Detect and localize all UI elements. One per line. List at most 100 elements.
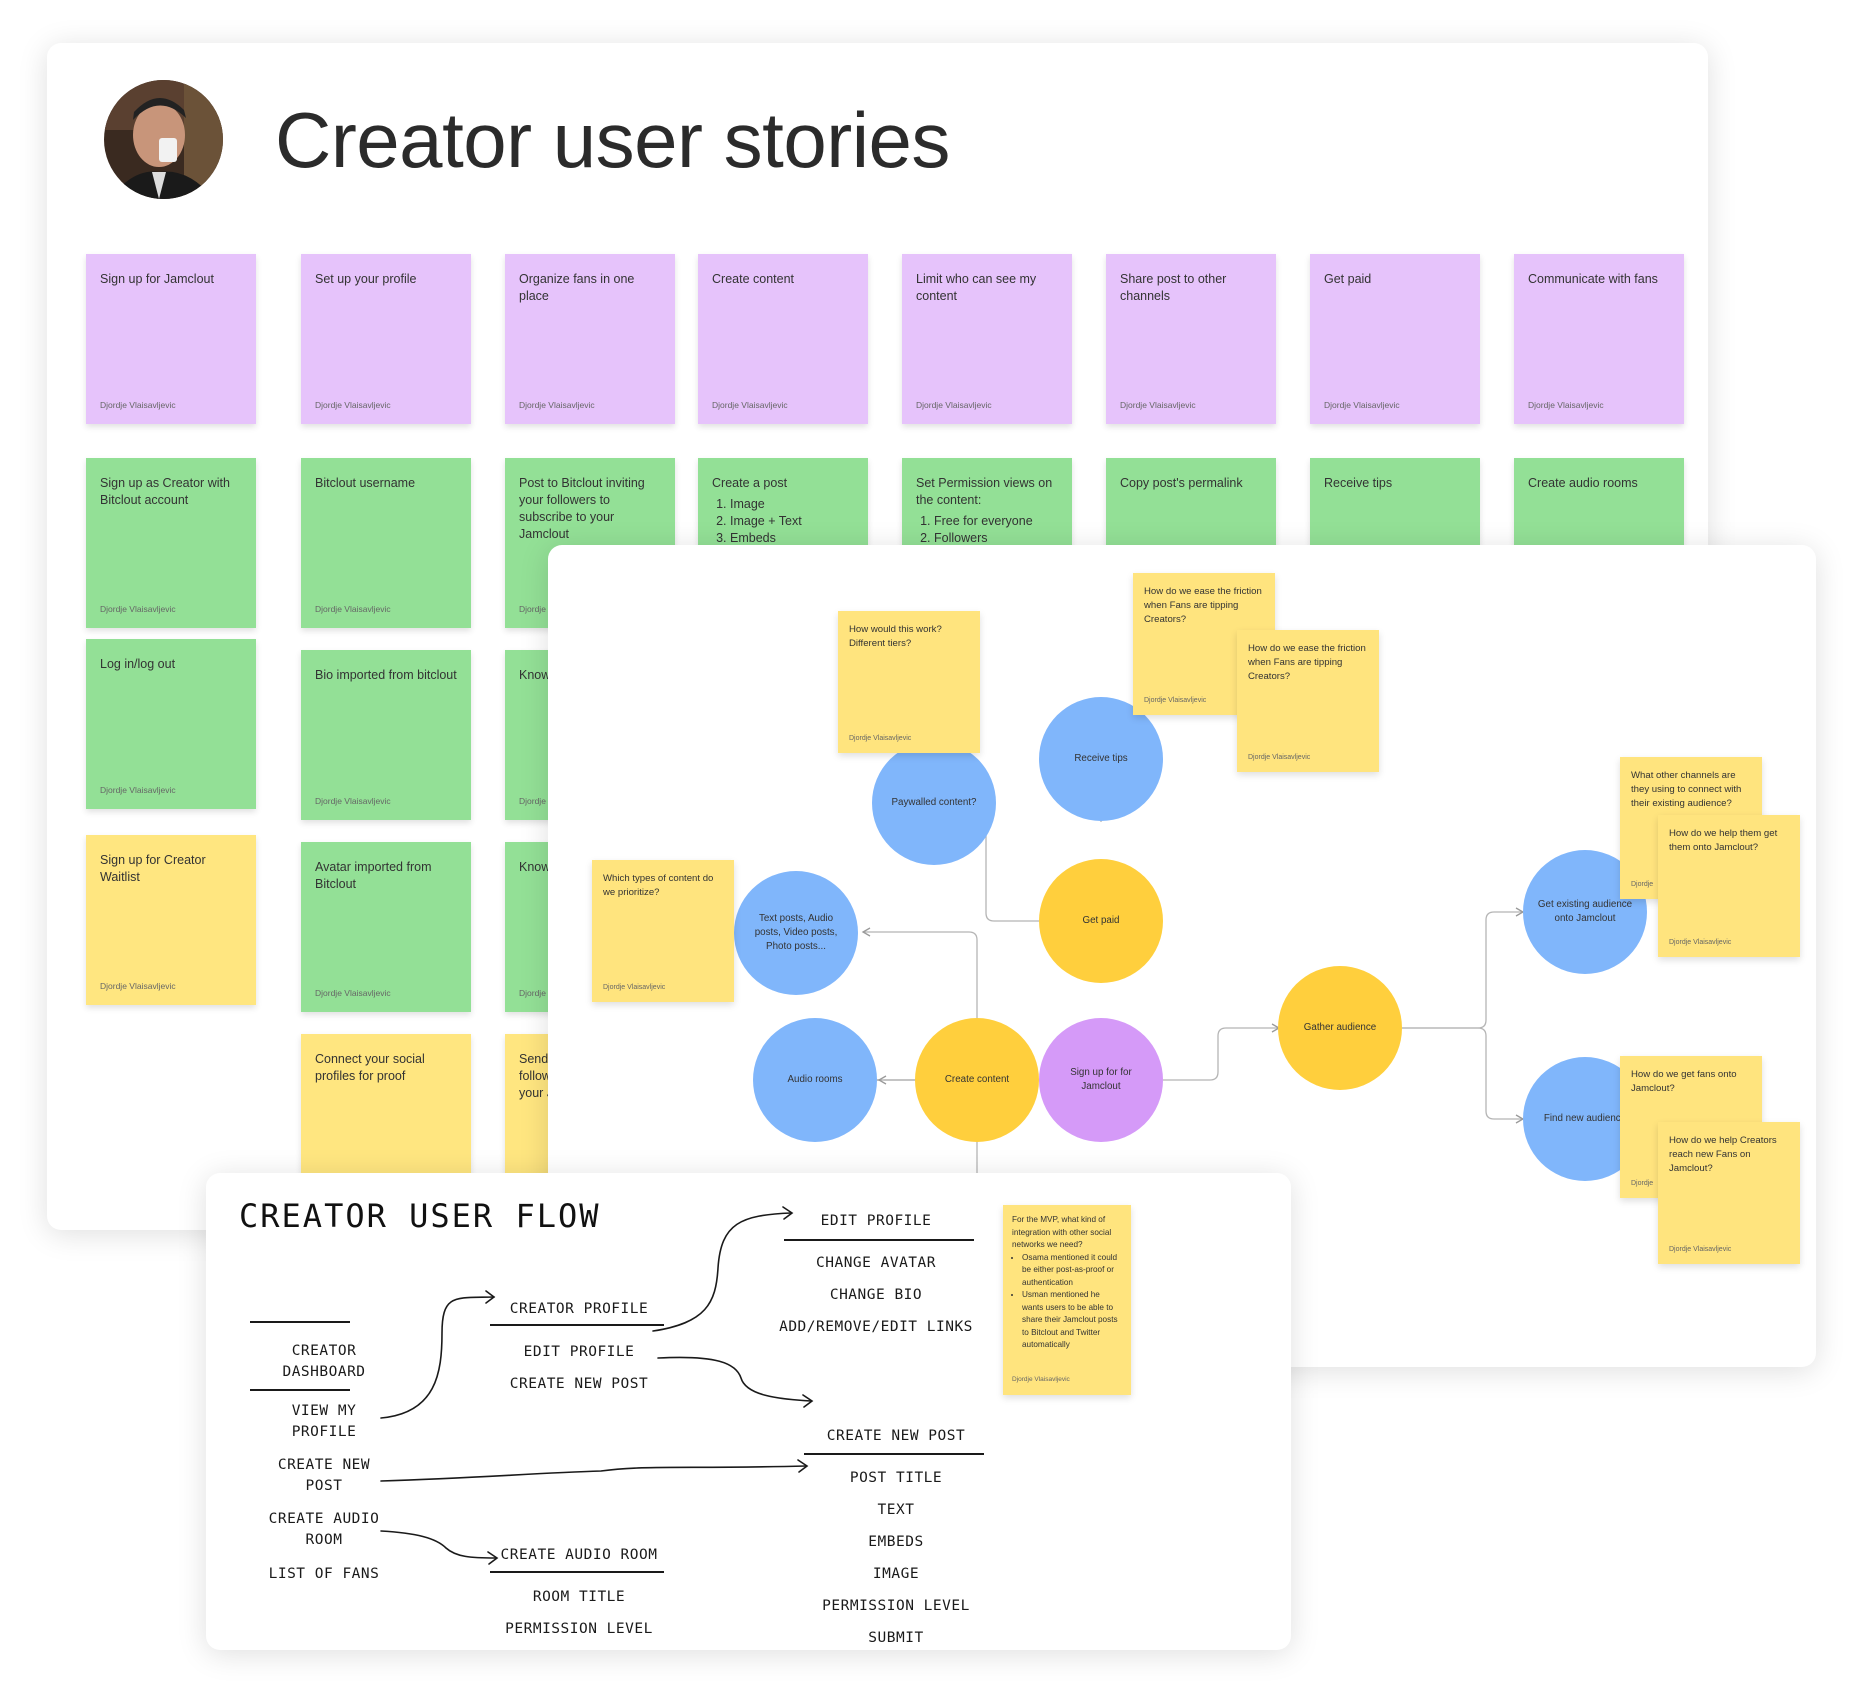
node-create-content[interactable]: Create content [915, 1018, 1039, 1142]
flow-embeds: EMBEDS [868, 1534, 924, 1550]
flow-create-post[interactable]: CREATE NEW POST [277, 1457, 371, 1494]
note-author: Djordje Vlaisavljevic [315, 988, 391, 998]
flow-edit-profile[interactable]: EDIT PROFILE [523, 1344, 635, 1360]
note-author: Djordje Vlaisavljevic [100, 604, 176, 614]
mvp-bullet: Osama mentioned it could be either post-… [1022, 1252, 1122, 1290]
node-receive-tips[interactable]: Receive tips [1039, 697, 1163, 821]
note-text: Post to Bitclout inviting your followers… [519, 476, 645, 541]
node-label: Find new audience [1543, 1113, 1627, 1124]
note-author: Djordje Vlaisavljevic [519, 400, 595, 410]
note-author: Djordje Vlaisavljevic [603, 984, 666, 991]
note-author: Djordje Vlaisavljevic [100, 785, 176, 795]
flow-arrows [380, 1206, 814, 1565]
divider [250, 1389, 350, 1391]
list-item: Image + Text [730, 513, 856, 530]
list-item: Image [730, 496, 856, 513]
list-item: Free for everyone [934, 513, 1060, 530]
note-text: How do we ease the friction when Fans ar… [1144, 586, 1262, 625]
question-note[interactable]: How do we help them get them onto Jamclo… [1658, 815, 1800, 957]
question-note[interactable]: How do we ease the friction when Fans ar… [1237, 630, 1379, 772]
node-label: Sign up for for Jamclout [1070, 1067, 1132, 1092]
note-author: Djordje Vlaisavljevic [100, 400, 176, 410]
note-author: Djordje Vlaisavljevic [1144, 697, 1207, 704]
note-text: Send follow your J [519, 1052, 553, 1100]
flow-title: CREATOR USER FLOW [239, 1197, 601, 1235]
note-author: Djordje Vlaisavljevic [1248, 754, 1311, 761]
flow-change-bio: CHANGE BIO [829, 1287, 923, 1303]
divider [250, 1321, 350, 1323]
node-label: Audio rooms [787, 1074, 843, 1085]
node-signup[interactable]: Sign up for for Jamclout [1039, 1018, 1163, 1142]
note-text: Receive tips [1324, 476, 1393, 490]
note-author: Djordje Vlaisavljevic [315, 400, 391, 410]
node-audio-rooms[interactable]: Audio rooms [753, 1018, 877, 1142]
divider [784, 1239, 974, 1241]
note-text: Copy post's permalink [1120, 476, 1243, 490]
note-text: How do we get fans onto Jamclout? [1631, 1069, 1737, 1094]
note-text: Get paid [1324, 272, 1372, 286]
story-note[interactable]: Sign up as Creator with Bitclout account… [86, 458, 256, 628]
note-author: Djordje Vlaisavljevic [1120, 400, 1196, 410]
node-label: Get paid [1082, 915, 1120, 926]
note-author: Djordje [1631, 881, 1654, 888]
question-note[interactable]: Which types of content do we prioritize?… [592, 860, 734, 1002]
note-author: Djordje [1631, 1180, 1654, 1187]
note-text: How do we help Creators reach new Fans o… [1669, 1135, 1777, 1174]
note-text: Share post to other channels [1120, 272, 1227, 303]
node-text-posts[interactable]: Text posts, Audio posts, Video posts, Ph… [734, 871, 858, 995]
note-text: Limit who can see my content [916, 272, 1037, 303]
flow-create-room[interactable]: CREATE AUDIO ROOM [268, 1511, 380, 1548]
mvp-bullet: Usman mentioned he wants users to be abl… [1022, 1289, 1122, 1352]
flow-room-title: ROOM TITLE [532, 1589, 626, 1605]
flow-permission-level: PERMISSION LEVEL [505, 1621, 653, 1637]
flow-create-new-post[interactable]: CREATE NEW POST [509, 1376, 649, 1392]
flow-list-fans[interactable]: LIST OF FANS [268, 1566, 380, 1582]
flow-links: ADD/REMOVE/EDIT LINKS [779, 1319, 973, 1335]
note-text: Set Permission views on the content: Fre… [916, 475, 1060, 547]
note-text: Create a post ImageImage + TextEmbeds [712, 475, 856, 547]
flow-creator-dashboard[interactable]: CREATOR DASHBOARD [282, 1343, 366, 1380]
node-label: Paywalled content? [891, 797, 977, 808]
question-note[interactable]: How would this work? Different tiers?Djo… [838, 611, 980, 753]
note-text: How do we help them get them onto Jamclo… [1669, 828, 1778, 853]
note-author: Djordje Vlaisavljevic [1012, 1375, 1070, 1383]
node-get-paid[interactable]: Get paid [1039, 859, 1163, 983]
page-title: Creator user stories [275, 96, 950, 184]
flow-view-profile[interactable]: VIEW MY PROFILE [291, 1403, 357, 1440]
note-author: Djordje Vlaisavljevic [1528, 400, 1604, 410]
node-label: Get existing audience onto Jamclout [1537, 899, 1633, 924]
flow-change-avatar: CHANGE AVATAR [816, 1255, 936, 1271]
note-author: Djordje Vlaisavljevic [315, 604, 391, 614]
node-paywalled[interactable]: Paywalled content? [872, 741, 996, 865]
note-text: Create content [712, 272, 794, 286]
note-text: Know [519, 860, 551, 874]
note-author: Djordje Vlaisavljevic [916, 400, 992, 410]
flow-create-audio-room: CREATE AUDIO ROOM [500, 1547, 658, 1563]
divider [804, 1453, 984, 1455]
mvp-note[interactable]: For the MVP, what kind of integration wi… [1003, 1205, 1131, 1395]
note-text: Know [519, 668, 551, 682]
note-author: Djordje Vlaisavljevic [315, 796, 391, 806]
note-text: Which types of content do we prioritize? [603, 873, 714, 898]
question-note[interactable]: How do we help Creators reach new Fans o… [1658, 1122, 1800, 1264]
flow-new-post-head: CREATE NEW POST [826, 1428, 966, 1444]
flow-submit: SUBMIT [868, 1630, 924, 1646]
node-gather-audience[interactable]: Gather audience [1278, 966, 1402, 1090]
note-text: Avatar imported from Bitclout [315, 860, 432, 891]
note-text: Create audio rooms [1528, 476, 1638, 490]
author-avatar [104, 80, 223, 199]
note-text: What other channels are they using to co… [1631, 770, 1742, 809]
